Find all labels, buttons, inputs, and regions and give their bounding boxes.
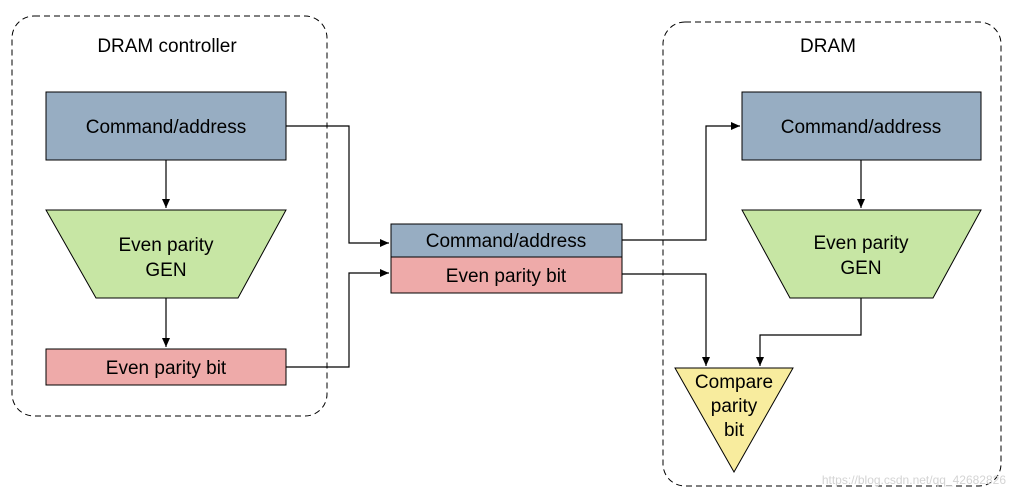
controller-title: DRAM controller <box>97 36 237 57</box>
controller-parity-bit-box <box>45 348 287 386</box>
dram-command-box <box>741 91 982 161</box>
bus-command-label: Command/address <box>426 231 587 252</box>
arrow-bus-command-to-dram <box>622 122 740 241</box>
controller-container <box>11 15 328 417</box>
dram-compare-label-line3: bit <box>724 420 745 441</box>
bus-command-box <box>390 223 623 258</box>
watermark-text: https://blog.csdn.net/qq_42682826 <box>822 473 1006 487</box>
dram-title: DRAM <box>800 36 856 57</box>
dram-compare-label-line2: parity <box>711 396 758 417</box>
arrow-bus-parity-to-compare <box>622 273 710 366</box>
dram-gen-label-line2: GEN <box>840 258 881 279</box>
dram-parity-gen <box>741 209 982 299</box>
controller-parity-gen <box>45 209 287 299</box>
controller-command-box <box>45 91 287 161</box>
controller-gen-label-line2: GEN <box>145 260 186 281</box>
controller-parity-bit-label: Even parity bit <box>106 358 227 379</box>
dram-command-label: Command/address <box>781 117 942 138</box>
dram-compare-parity <box>674 367 794 474</box>
dram-container <box>662 21 1002 487</box>
bus-parity-bit-box <box>390 256 623 294</box>
arrow-controller-command-to-bus <box>286 125 389 247</box>
controller-gen-label-line1: Even parity <box>118 235 214 256</box>
dram-gen-label-line1: Even parity <box>813 233 909 254</box>
arrow-dram-gen-to-compare <box>756 298 862 366</box>
bus-parity-bit-label: Even parity bit <box>446 266 567 287</box>
arrow-controller-parity-to-bus <box>286 269 389 368</box>
controller-command-label: Command/address <box>86 117 247 138</box>
dram-compare-label-line1: Compare <box>695 372 773 393</box>
